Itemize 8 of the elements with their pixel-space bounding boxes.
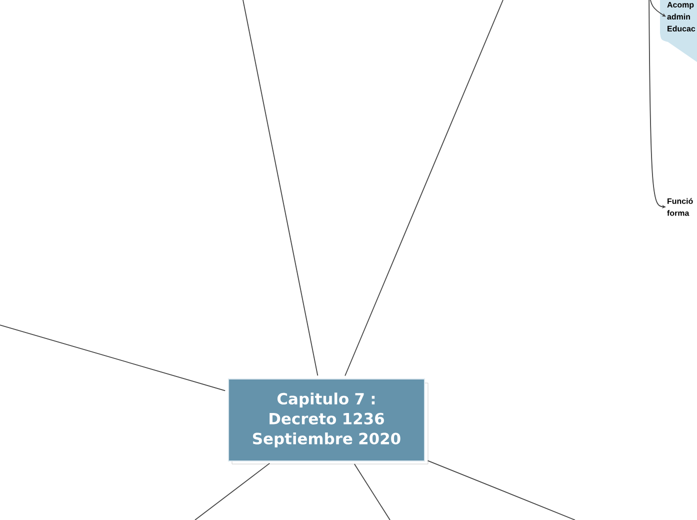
connector-line	[648, 0, 666, 17]
connector-line	[242, 0, 318, 376]
topic-box: Capitulo 7 : Decreto 1236 Septiembre 2020	[228, 378, 428, 464]
connector-line	[354, 464, 390, 520]
connector-line	[194, 462, 270, 520]
connector-line	[427, 460, 576, 520]
connector-line	[0, 324, 226, 392]
connector-line	[344, 0, 504, 376]
